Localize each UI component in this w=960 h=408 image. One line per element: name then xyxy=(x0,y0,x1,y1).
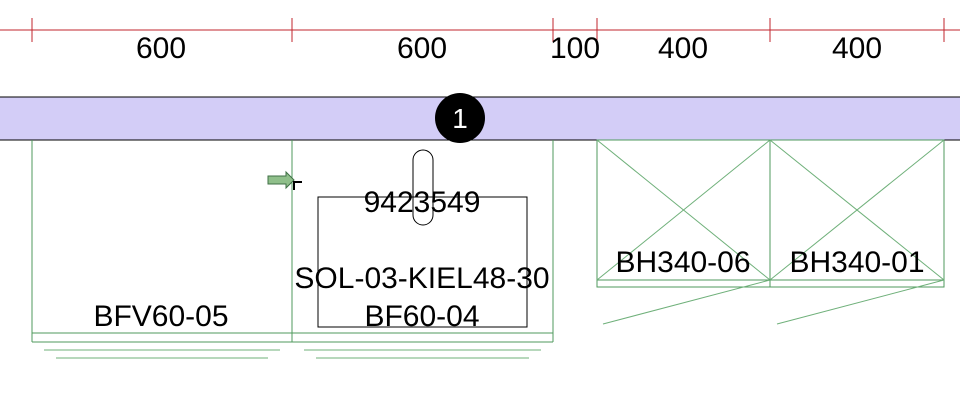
wall-marker[interactable]: 1 xyxy=(435,93,485,143)
cabinet-bfv60-05[interactable]: BFV60-05 xyxy=(31,140,293,359)
tap-code-label: 9423549 xyxy=(364,186,481,219)
cabinet-bf60-04[interactable]: 9423549 SOL-03-KIEL48-30 BF60-04 xyxy=(292,140,554,359)
wall-marker-label: 1 xyxy=(452,103,468,134)
cabinet-cross-line xyxy=(769,139,945,281)
cabinet-door-swing xyxy=(602,279,771,325)
dimension-line: 600 600 100 400 400 xyxy=(0,18,960,65)
cabinet-cross-line xyxy=(596,139,771,281)
cabinet-bh340-01[interactable]: BH340-01 xyxy=(769,139,945,325)
cabinet-label: BH340-01 xyxy=(789,246,924,279)
dimension-label: 100 xyxy=(550,32,600,65)
cabinet-label: BF60-04 xyxy=(364,300,479,333)
tap-outline xyxy=(412,149,434,226)
insertion-pointer-icon xyxy=(267,170,302,190)
sink-label: SOL-03-KIEL48-30 xyxy=(294,262,549,295)
dimension-label: 600 xyxy=(397,32,447,65)
cabinet-bh340-06[interactable]: BH340-06 xyxy=(596,139,771,325)
cabinet-label: BFV60-05 xyxy=(93,300,228,333)
wall-marker-circle xyxy=(435,93,485,143)
cabinet-label: BH340-06 xyxy=(615,246,750,279)
arrow-icon xyxy=(267,170,295,190)
corner-mark-icon xyxy=(293,181,302,190)
dimension-label: 400 xyxy=(832,32,882,65)
cabinet-door-swing xyxy=(776,279,945,325)
dimension-label: 400 xyxy=(658,32,708,65)
dimension-label: 600 xyxy=(136,32,186,65)
cabinet-outline xyxy=(769,139,945,288)
sink-outline xyxy=(317,196,528,328)
